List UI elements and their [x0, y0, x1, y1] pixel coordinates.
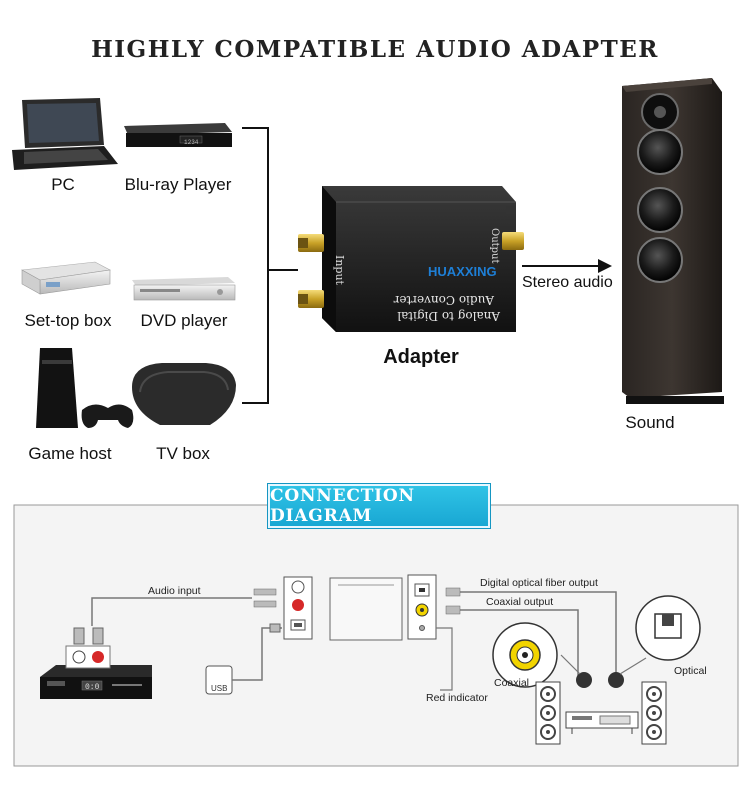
- speaker-driver: [637, 237, 683, 283]
- input-port-label: Input: [333, 255, 346, 286]
- coaxial-label: Coaxial: [494, 677, 530, 689]
- usb-label: USB: [211, 684, 227, 693]
- label-tvbox: TV box: [156, 444, 210, 463]
- speaker-driver: [641, 93, 679, 131]
- label-game: Game host: [28, 444, 112, 463]
- player-display: 0:0: [85, 683, 100, 692]
- adapter-label: Adapter: [383, 346, 459, 368]
- adapter-body-text-1: Analog to Digital: [397, 309, 501, 323]
- coaxial-socket-icon: [492, 622, 558, 688]
- connection-diagram-banner: CONNECTION DIAGRAM: [268, 484, 490, 528]
- bluray-player-icon: [124, 123, 232, 147]
- page-title: HIGHLY COMPATIBLE AUDIO ADAPTER: [91, 36, 659, 63]
- label-pc: PC: [51, 175, 75, 194]
- adapter-device: [298, 186, 524, 332]
- adapter-body-diagram: [329, 577, 403, 641]
- left-speaker-icon: [535, 681, 561, 745]
- player-device-icon: [40, 665, 152, 699]
- player-rca-sockets: [65, 627, 111, 669]
- output-port-label: Output: [489, 228, 500, 264]
- tv-box-icon: [132, 363, 236, 425]
- dvd-player-icon: [132, 277, 236, 301]
- amplifier-icon: [565, 711, 639, 734]
- label-settop: Set-top box: [24, 311, 112, 330]
- arrow-icon: [522, 259, 612, 273]
- speaker-driver: [637, 187, 683, 233]
- stereo-audio-label: Stereo audio: [522, 274, 613, 291]
- audio-input-label: Audio input: [148, 585, 201, 597]
- label-dvd: DVD player: [140, 311, 228, 330]
- connection-bracket: [242, 127, 298, 404]
- laptop-icon: [12, 98, 118, 170]
- tower-speaker-icon: [622, 78, 724, 404]
- label-bluray: Blu-ray Player: [124, 175, 232, 194]
- adapter-output-panel: [407, 574, 437, 640]
- bluray-display: 1234: [184, 139, 199, 146]
- sound-label: Sound: [625, 413, 675, 432]
- set-top-box-icon: [21, 261, 111, 295]
- adapter-input-panel: [283, 576, 313, 640]
- optical-socket-icon: [635, 595, 701, 661]
- speaker-driver: [637, 129, 683, 175]
- game-console-icon: [36, 348, 134, 428]
- adapter-body-text-2: Audio Converter: [393, 293, 495, 307]
- right-speaker-icon: [641, 681, 667, 745]
- optical-label: Optical: [674, 665, 707, 677]
- coaxial-output-label: Coaxial output: [486, 596, 554, 608]
- digital-optical-label: Digital optical fiber output: [480, 577, 598, 589]
- red-indicator-label: Red indicator: [426, 692, 488, 704]
- brand-logo: HUAXXING: [428, 264, 497, 279]
